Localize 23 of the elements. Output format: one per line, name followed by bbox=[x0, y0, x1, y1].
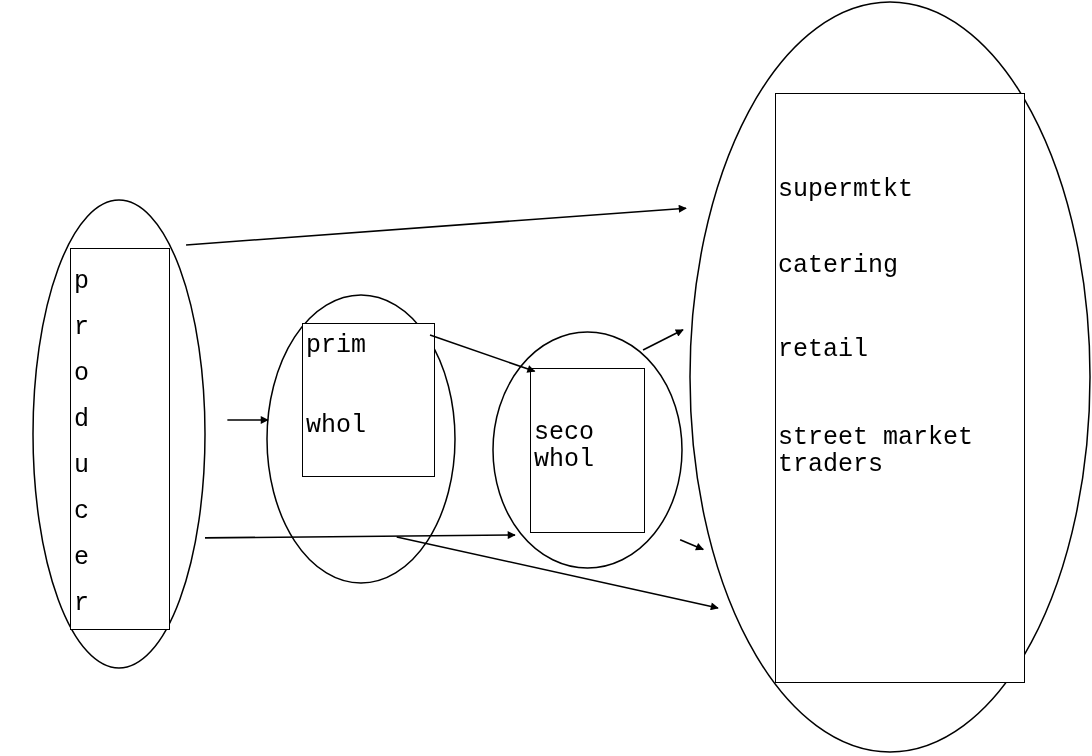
arrow bbox=[204, 531, 516, 540]
arrow bbox=[642, 328, 684, 351]
arrow bbox=[395, 536, 719, 611]
arrow bbox=[226, 416, 269, 424]
group-ellipse bbox=[33, 200, 205, 668]
stage-box bbox=[302, 323, 435, 477]
stage-label: prim bbox=[306, 332, 366, 359]
stage-label: catering bbox=[778, 252, 899, 279]
stage-box bbox=[530, 368, 645, 533]
group-ellipse bbox=[493, 332, 682, 568]
arrow bbox=[185, 204, 687, 246]
stage-box bbox=[775, 93, 1025, 683]
stage-label: street market traders bbox=[778, 424, 975, 478]
stage-box bbox=[70, 248, 170, 630]
stage-label: whol bbox=[306, 412, 366, 439]
group-ellipse bbox=[267, 295, 455, 583]
vertical-label: producer bbox=[74, 266, 90, 620]
stage-label: seco whol bbox=[534, 419, 595, 473]
group-ellipse bbox=[690, 2, 1090, 752]
stage-label: supermtkt bbox=[778, 176, 914, 203]
stage-label: retail bbox=[778, 336, 868, 363]
arrow bbox=[429, 334, 536, 373]
arrow bbox=[679, 538, 704, 551]
